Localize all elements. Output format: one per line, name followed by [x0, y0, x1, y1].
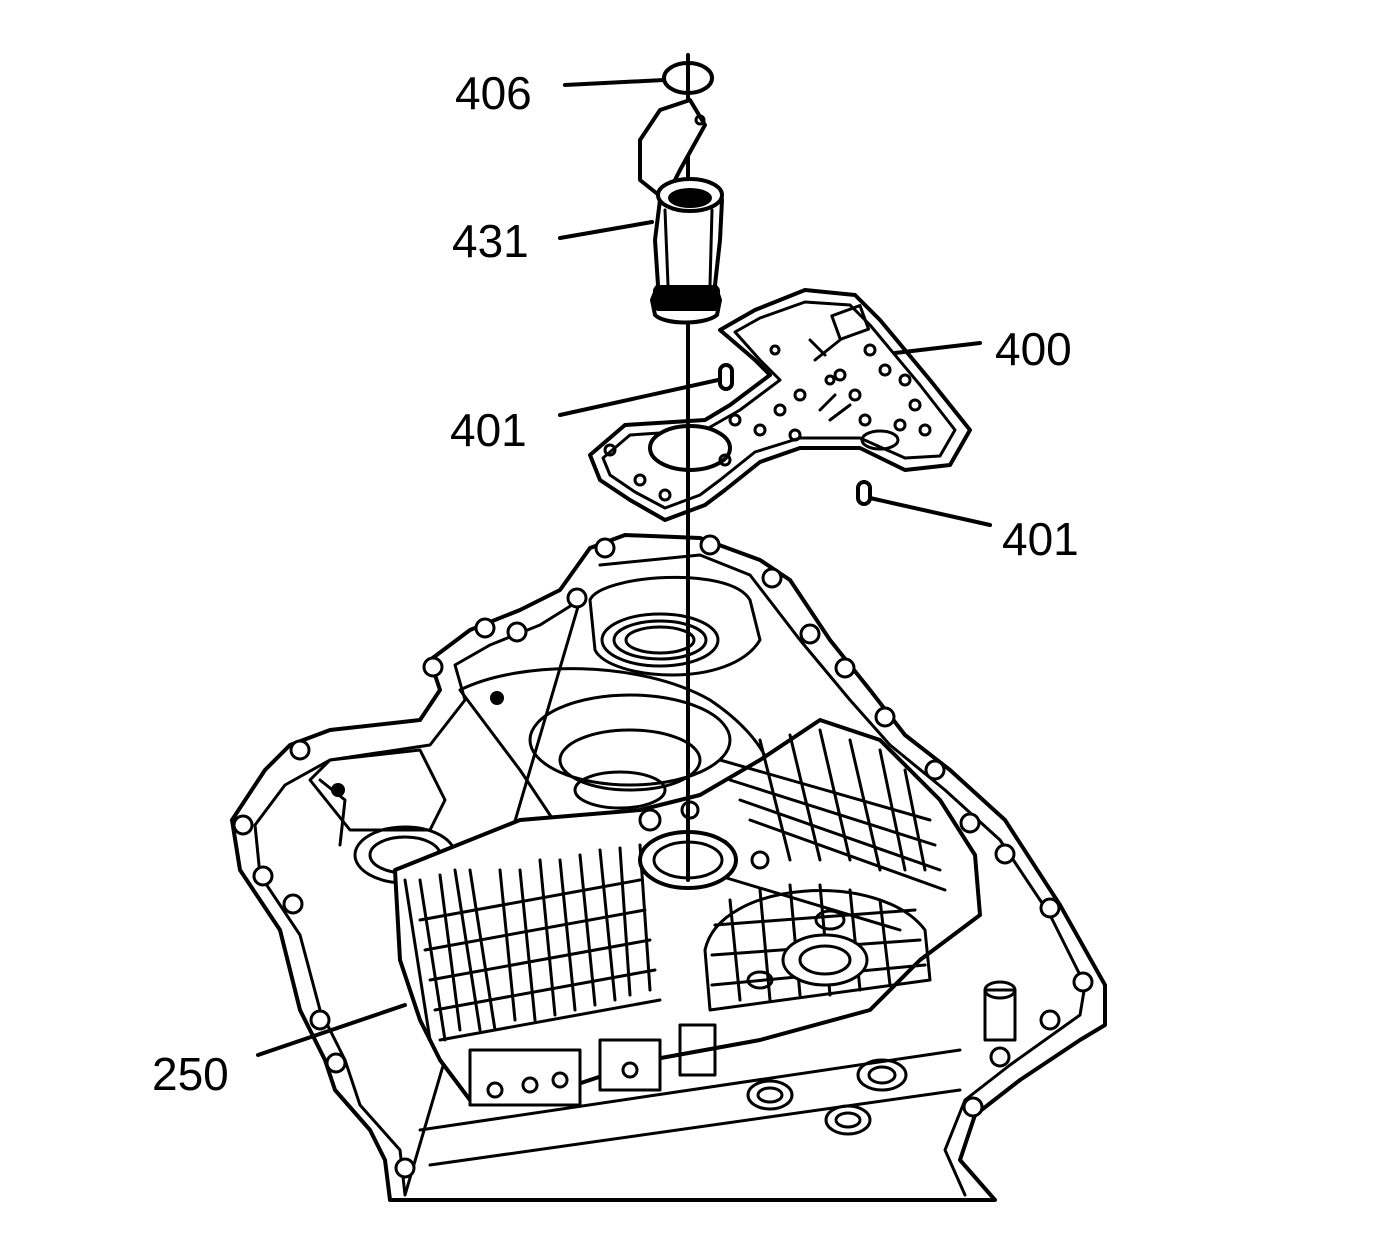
- seal-401-right: [856, 480, 872, 506]
- seal-401-left: [718, 363, 734, 391]
- leader-lines: [256, 78, 992, 1057]
- callout-431: 431: [452, 215, 529, 267]
- callout-401-left: 401: [450, 404, 527, 456]
- spacer-plate: [588, 288, 972, 522]
- callout-401-right: 401: [1002, 513, 1079, 565]
- case-bolt-holes: [232, 534, 1094, 1179]
- accumulator-grid: [703, 883, 932, 1012]
- leader-250: [256, 1003, 407, 1057]
- callout-labels: 406 431 400 401 401 250: [152, 67, 1079, 1100]
- connector-sleeve-431: [638, 98, 724, 325]
- leader-400: [893, 341, 982, 355]
- leader-406: [563, 78, 666, 87]
- callout-400: 400: [995, 323, 1072, 375]
- leader-401-left: [558, 378, 720, 417]
- case-bosses: [418, 980, 1017, 1167]
- valve-body: [393, 718, 982, 1107]
- callout-406: 406: [455, 67, 532, 119]
- leader-401-right: [868, 496, 992, 527]
- callout-250: 250: [152, 1048, 229, 1100]
- leader-431: [558, 220, 654, 240]
- transmission-case: [230, 533, 1107, 1202]
